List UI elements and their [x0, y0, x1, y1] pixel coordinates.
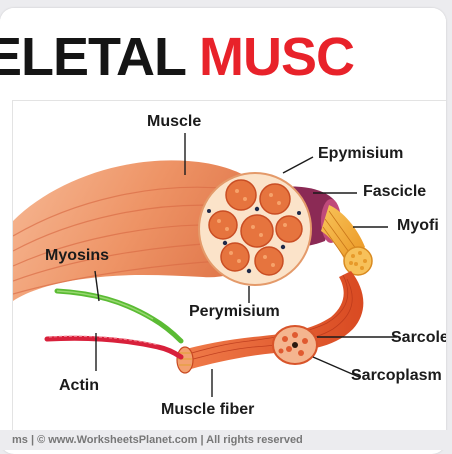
label-epymisium: Epymisium — [318, 145, 403, 163]
label-perymisium: Perymisium — [189, 303, 280, 321]
footer-text: ms | © www.WorksheetsPlanet.com | All ri… — [12, 434, 303, 446]
label-fascicle: Fascicle — [363, 183, 426, 201]
label-muscle: Muscle — [147, 113, 201, 131]
actin-filament — [47, 338, 181, 357]
label-sarcole: Sarcole — [391, 329, 446, 347]
nucleus-dot — [292, 342, 298, 348]
label-muscle-fiber: Muscle fiber — [161, 401, 254, 419]
title-part-black: KELETAL — [0, 27, 185, 87]
myofibril-end — [344, 247, 372, 275]
myosin-filament — [57, 291, 181, 341]
label-myosins: Myosins — [45, 247, 109, 265]
footer: ms | © www.WorksheetsPlanet.com | All ri… — [0, 430, 452, 450]
worksheet-card: KELETAL MUSC — [0, 8, 446, 454]
fiber-end — [177, 347, 193, 373]
label-actin: Actin — [59, 377, 99, 395]
diagram-panel: Muscle Epymisium Fascicle Myofi Myosins … — [12, 100, 446, 432]
label-sarcoplasm: Sarcoplasm — [351, 367, 442, 385]
title-part-red: MUSC — [199, 27, 354, 87]
label-myofi: Myofi — [397, 217, 439, 235]
page-title: KELETAL MUSC — [0, 30, 354, 84]
title-band: KELETAL MUSC — [0, 8, 446, 100]
